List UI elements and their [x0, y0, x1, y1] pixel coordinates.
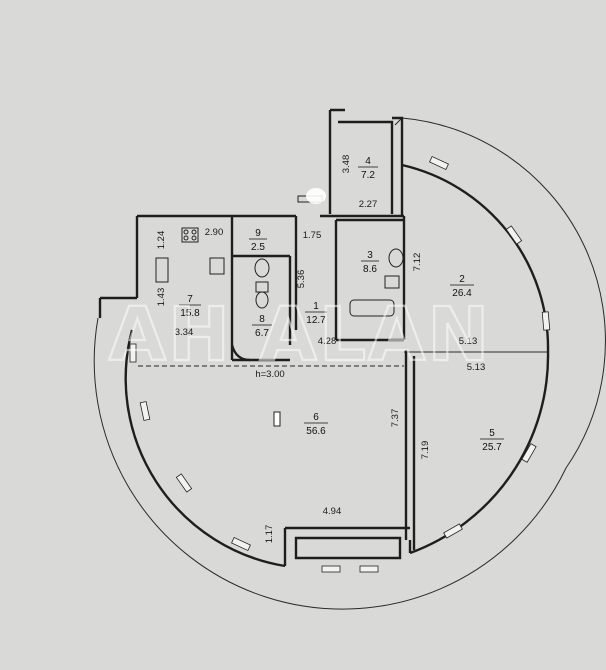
room-1-label: 1 12.7 [305, 301, 327, 326]
room-1-area: 12.7 [306, 315, 326, 326]
room-2-area: 26.4 [452, 288, 472, 299]
room-7-area: 15.8 [180, 308, 200, 319]
counter-icon [155, 257, 169, 283]
room-9-label: 9 2.5 [249, 228, 267, 253]
room-9-area: 2.5 [251, 242, 265, 253]
dim-1-17: 1.17 [264, 525, 275, 544]
sink-icon [209, 257, 225, 275]
dim-7-37: 7.37 [390, 409, 401, 428]
room-3-label: 3 8.6 [361, 250, 379, 275]
dim-3-48: 3.48 [341, 155, 352, 174]
interior-walls [98, 108, 548, 566]
dim-5-13-upper: 5.13 [459, 336, 478, 347]
glare-spot [306, 188, 326, 204]
room-5-area: 25.7 [482, 442, 502, 453]
dim-4-94: 4.94 [323, 506, 342, 517]
ceiling-height: h=3.00 [255, 369, 284, 380]
room-2-number: 2 [459, 274, 465, 285]
watermark: AH ALAN [109, 292, 492, 378]
washbasin-icon [384, 275, 400, 289]
dim-1-43: 1.43 [156, 288, 167, 307]
dim-4-28: 4.28 [318, 336, 337, 347]
room-2-label: 2 26.4 [450, 274, 474, 299]
room-3-area: 8.6 [363, 264, 377, 275]
room-8-area: 6.7 [255, 328, 269, 339]
room-3-number: 3 [367, 250, 373, 261]
room-8-label: 8 6.7 [252, 314, 272, 339]
stove-icon [181, 227, 199, 243]
window-marks [129, 155, 551, 573]
dim-7-12: 7.12 [412, 253, 423, 272]
room-labels: 4 7.2 9 2.5 3 8.6 2 26.4 7 15.8 1 12.7 [179, 156, 504, 453]
toilet-icon [388, 248, 404, 268]
toilet-icon [254, 258, 270, 278]
room-1-number: 1 [313, 301, 319, 312]
room-9-number: 9 [255, 228, 261, 239]
dim-1-75: 1.75 [303, 230, 322, 241]
room-6-area: 56.6 [306, 426, 326, 437]
room-6-label: 6 56.6 [304, 412, 328, 437]
room-7-number: 7 [187, 294, 193, 305]
dim-2-90: 2.90 [205, 227, 224, 238]
room-7-label: 7 15.8 [179, 294, 201, 319]
dim-2-27: 2.27 [359, 199, 378, 210]
room-4-area: 7.2 [361, 170, 375, 181]
room-4-number: 4 [365, 156, 371, 167]
room-8-number: 8 [259, 314, 265, 325]
column-icon [273, 411, 281, 427]
dim-1-24: 1.24 [156, 231, 167, 250]
room-6-number: 6 [313, 412, 319, 423]
room-4-label: 4 7.2 [358, 156, 378, 181]
dimension-labels: 3.48 2.27 1.24 2.90 1.75 1.43 3.34 5.36 … [156, 155, 485, 544]
dim-7-19: 7.19 [420, 441, 431, 460]
dim-5-36: 5.36 [296, 270, 307, 289]
room-5-number: 5 [489, 428, 495, 439]
dim-3-34: 3.34 [175, 327, 194, 338]
room-5-label: 5 25.7 [480, 428, 504, 453]
bathtub-icon [349, 299, 395, 317]
dim-5-13-lower: 5.13 [467, 362, 486, 373]
